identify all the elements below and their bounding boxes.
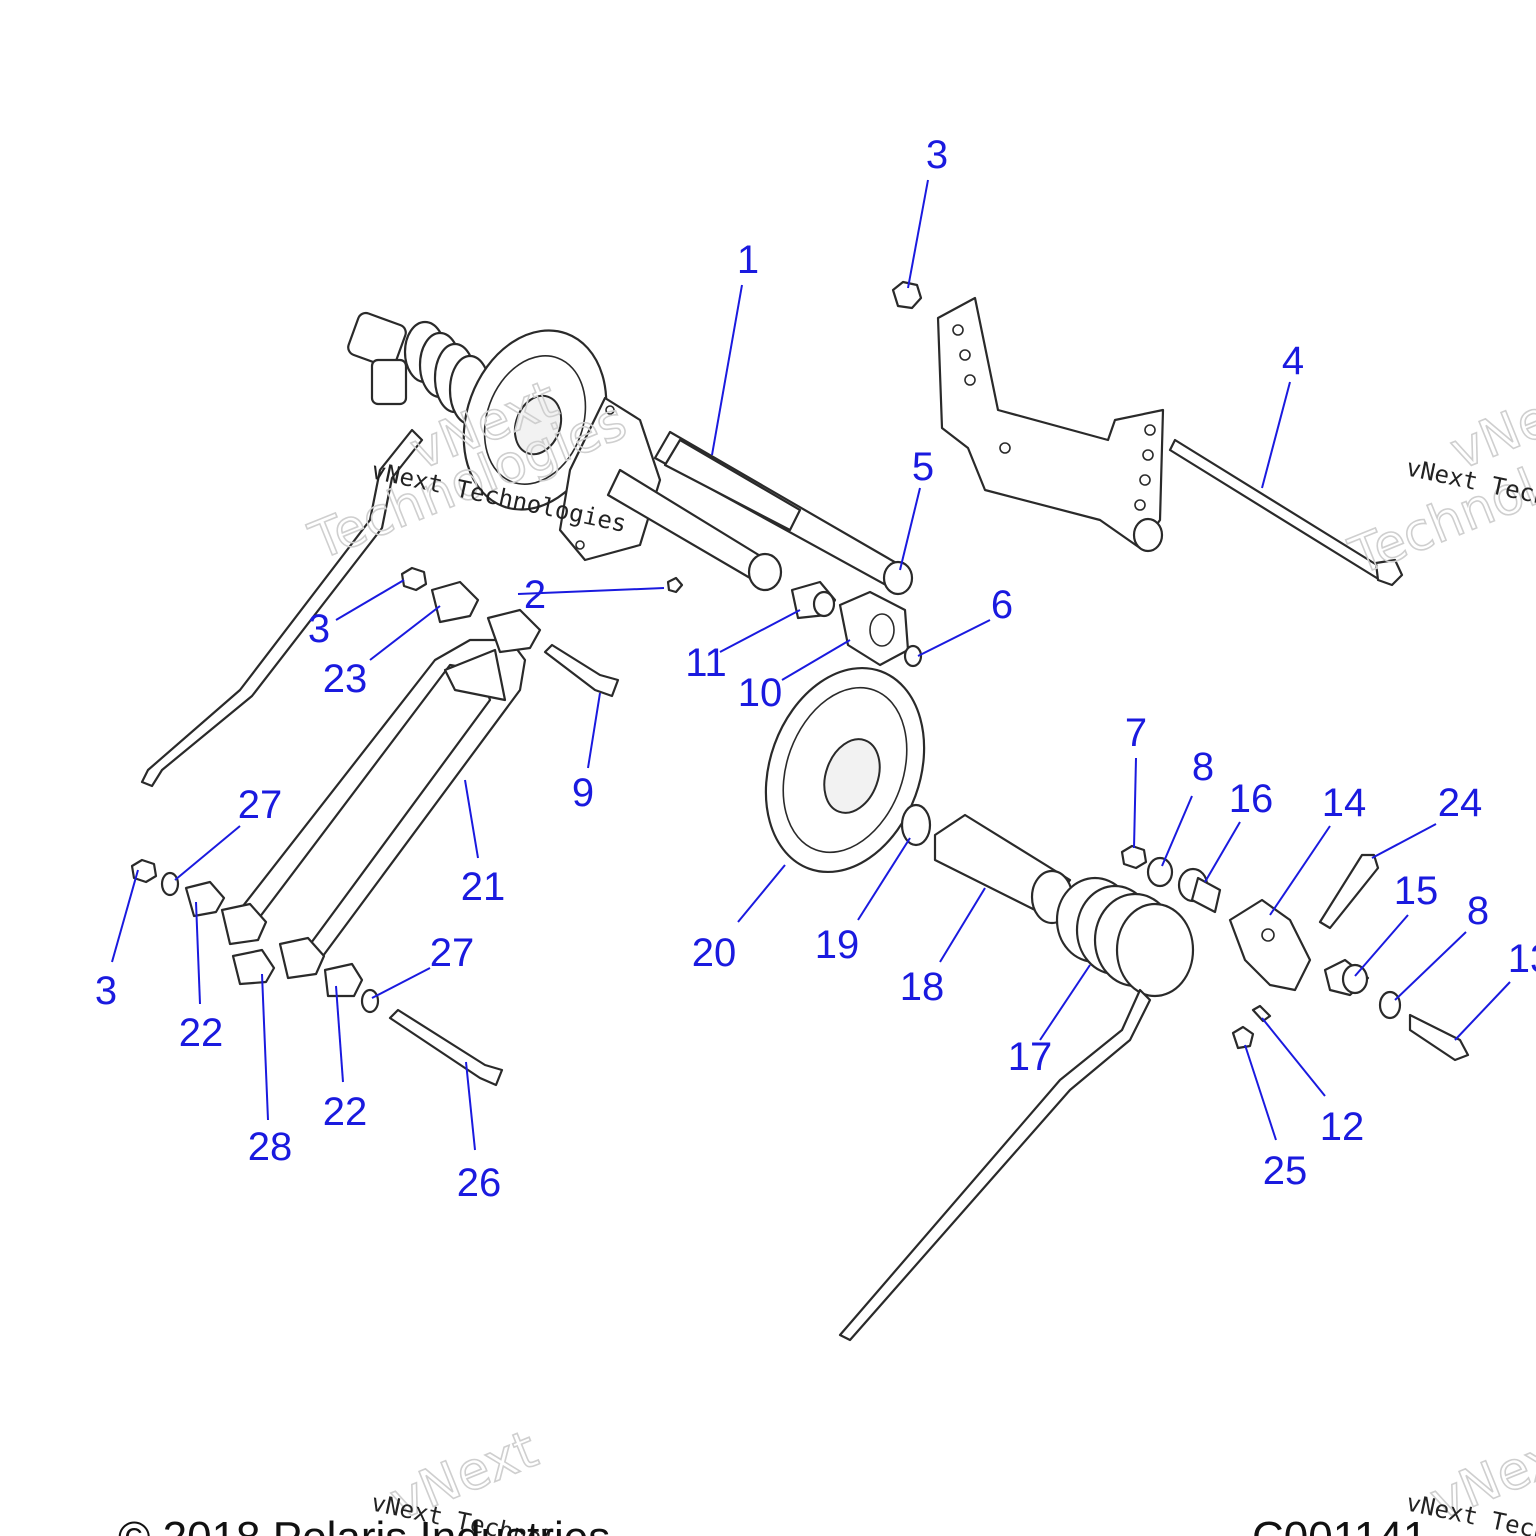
callout-6: 6	[991, 583, 1013, 627]
part-6-washer	[903, 644, 923, 668]
part-4-rail-bracket	[936, 296, 1404, 587]
callout-21: 21	[461, 865, 506, 909]
callout-27-b: 27	[430, 931, 475, 975]
part-9-bolt	[543, 643, 620, 698]
part-14-adjuster-cam	[1228, 898, 1312, 992]
part-3-nuts-left	[130, 566, 428, 884]
callout-12: 12	[1320, 1105, 1365, 1149]
part-22-23-bushings	[184, 580, 542, 998]
callout-19: 19	[815, 923, 860, 967]
callout-28: 28	[248, 1125, 293, 1169]
part-26-bolt	[388, 1008, 504, 1087]
part-8-washer-b	[1378, 990, 1402, 1020]
callout-16: 16	[1229, 777, 1274, 821]
part-27-washer-a	[160, 871, 180, 897]
callout-9: 9	[572, 771, 594, 815]
callout-20: 20	[692, 931, 737, 975]
watermarks: vNext Technologies vNext Technologies vN…	[301, 369, 1536, 1536]
part-25-nut	[1231, 1025, 1255, 1050]
callout-5: 5	[912, 445, 934, 489]
callout-8-b: 8	[1467, 889, 1489, 933]
callout-18: 18	[900, 965, 945, 1009]
part-1-torque-arm-assembly	[140, 311, 914, 788]
callout-22-a: 22	[179, 1011, 224, 1055]
callout-labels: 1 2 3 3 3 4 5 6 7 8 8 9 10 11 12 13 14 1…	[95, 133, 1536, 1205]
callout-1: 1	[737, 238, 759, 282]
callout-11: 11	[685, 641, 727, 685]
part-27-washer-b	[360, 988, 380, 1014]
part-12-set-screw	[1251, 1004, 1272, 1023]
callout-3-left: 3	[95, 969, 117, 1013]
callout-10: 10	[738, 671, 783, 715]
part-8-washer-a	[1146, 856, 1174, 888]
part-20-idler-wheel	[764, 666, 926, 874]
part-10-bearing-housing	[838, 590, 910, 667]
part-18-spacer-tube	[933, 813, 1074, 925]
part-3-nut-top	[891, 280, 923, 310]
footer-figure-id: C001141	[1252, 1513, 1427, 1536]
callout-17: 17	[1008, 1035, 1053, 1079]
callout-2: 2	[524, 573, 546, 617]
callout-23: 23	[323, 657, 368, 701]
footer-copyright: © 2018 Polaris Industries	[118, 1513, 610, 1536]
part-16-bushing-flanged	[1177, 867, 1222, 914]
leader-lines	[111, 179, 1511, 1151]
callout-7: 7	[1125, 711, 1147, 755]
footer: © 2018 Polaris Industries C001141	[118, 1513, 1427, 1536]
callout-22-b: 22	[323, 1090, 368, 1134]
callout-25: 25	[1263, 1149, 1308, 1193]
callout-24: 24	[1438, 781, 1483, 825]
callout-3-mid: 3	[308, 607, 330, 651]
part-24-bolt	[1318, 853, 1380, 930]
part-13-bolt	[1408, 1013, 1470, 1062]
callout-14: 14	[1322, 781, 1367, 825]
callout-13: 13	[1508, 937, 1536, 981]
part-15-bushing	[1323, 958, 1370, 997]
part-17-torsion-spring	[838, 876, 1195, 1342]
callout-3-top: 3	[926, 133, 948, 177]
callout-8-a: 8	[1192, 745, 1214, 789]
part-7-nut	[1120, 844, 1148, 870]
callout-4: 4	[1282, 339, 1304, 383]
part-11-bushing	[790, 580, 837, 620]
callout-27-a: 27	[238, 783, 283, 827]
part-19-o-ring	[900, 803, 932, 847]
callout-15: 15	[1394, 869, 1439, 913]
part-2-grease-fitting	[666, 576, 684, 594]
callout-26: 26	[457, 1161, 502, 1205]
